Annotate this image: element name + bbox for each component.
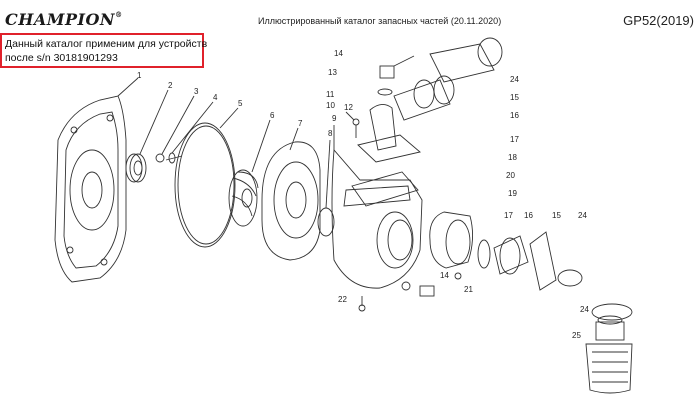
notice-line-1: Данный каталог применим для устройств [5, 38, 208, 50]
part-13-14-16-fittings [377, 37, 503, 121]
part-2-seal [125, 89, 169, 183]
part-7-volute [261, 127, 321, 261]
part-11-18-flange [345, 104, 421, 207]
svg-text:11: 11 [326, 90, 335, 99]
svg-text:24: 24 [580, 305, 589, 314]
svg-text:16: 16 [510, 111, 519, 120]
svg-text:13: 13 [328, 68, 337, 77]
svg-text:21: 21 [464, 285, 473, 294]
svg-text:9: 9 [332, 114, 337, 123]
model-label: GP52(2019) [623, 13, 694, 28]
svg-text:1: 1 [137, 71, 142, 80]
svg-text:10: 10 [326, 101, 335, 110]
svg-text:15: 15 [552, 211, 561, 220]
svg-text:18: 18 [508, 153, 517, 162]
part-6-impeller [228, 119, 271, 227]
svg-text:22: 22 [338, 295, 347, 304]
svg-text:8: 8 [328, 129, 333, 138]
svg-text:7: 7 [298, 119, 303, 128]
part-8-oring [317, 139, 335, 237]
svg-text:6: 6 [270, 111, 275, 120]
svg-text:3: 3 [194, 87, 199, 96]
notice-line-2: после s/n 30181901293 [5, 52, 118, 64]
svg-text:24: 24 [510, 75, 519, 84]
svg-text:19: 19 [508, 189, 517, 198]
right-assembly [429, 211, 633, 394]
svg-text:16: 16 [524, 211, 533, 220]
part-5-large-oring [174, 107, 239, 248]
svg-text:17: 17 [510, 135, 519, 144]
svg-text:4: 4 [213, 93, 218, 102]
catalog-title: Иллюстрированный каталог запасных частей… [258, 16, 502, 26]
svg-text:2: 2 [168, 81, 173, 90]
svg-text:25: 25 [572, 331, 581, 340]
svg-text:14: 14 [334, 49, 343, 58]
svg-text:14: 14 [440, 271, 449, 280]
part-1-rear-plate [54, 77, 139, 283]
svg-text:12: 12 [344, 103, 353, 112]
serial-notice-box: Данный каталог применим для устройств по… [0, 33, 208, 68]
svg-text:20: 20 [506, 171, 515, 180]
svg-text:17: 17 [504, 211, 513, 220]
svg-text:24: 24 [578, 211, 587, 220]
svg-text:5: 5 [238, 99, 243, 108]
part-3-4-fasteners [155, 95, 214, 164]
bottom-fittings [358, 272, 462, 312]
svg-text:15: 15 [510, 93, 519, 102]
part-9-10-pump-body [331, 125, 423, 289]
champion-logo: CHAMPION® [5, 10, 123, 29]
part-number-labels: 1 2 3 4 5 6 7 8 9 10 11 12 13 14 15 16 1… [137, 49, 589, 340]
